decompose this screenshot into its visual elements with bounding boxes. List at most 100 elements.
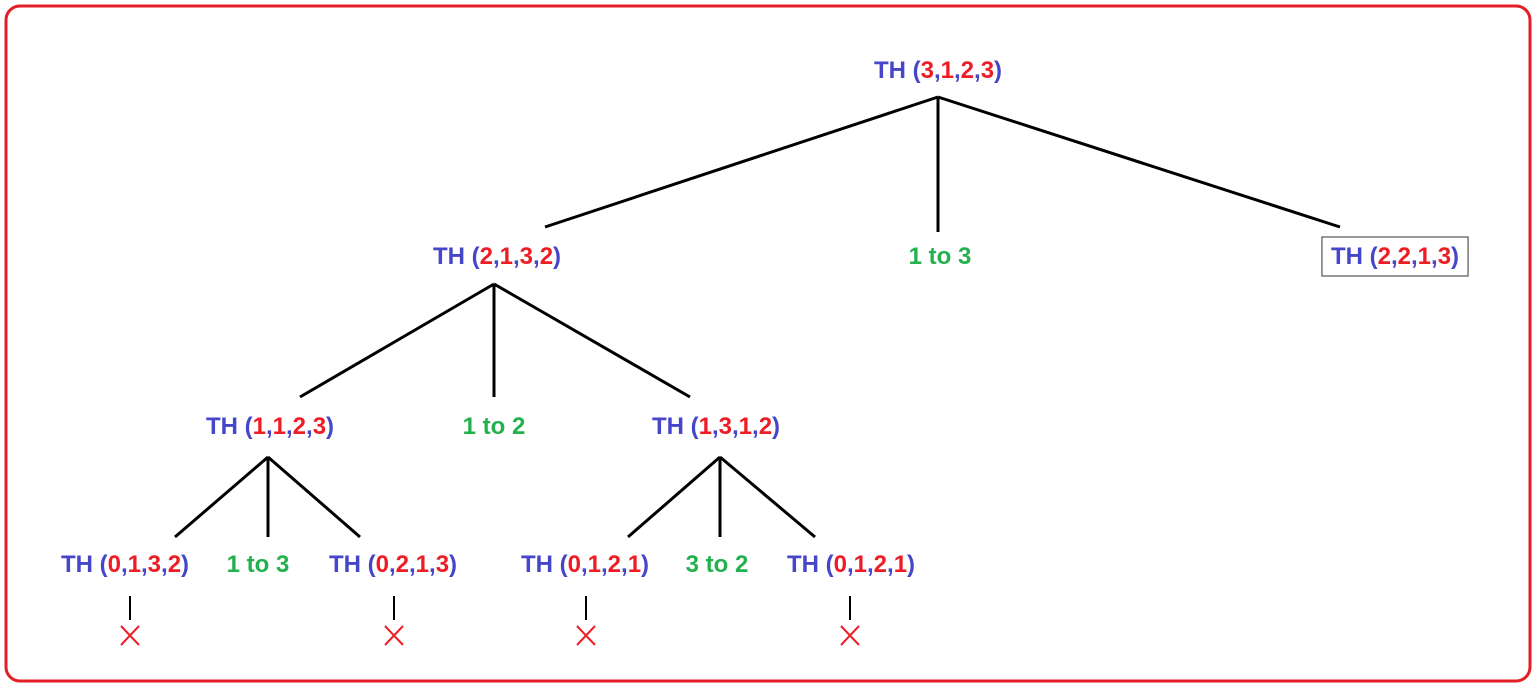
tree-edge-root-a [544, 95, 939, 229]
tree-edge-a-a1 [299, 282, 495, 399]
call-arg: 3 [719, 413, 732, 440]
tree-edge-a1-c2 [267, 455, 361, 539]
call-arg: 3 [1438, 243, 1451, 270]
call-close-paren: ) [181, 551, 189, 578]
call-arg: 0 [568, 551, 581, 578]
arg-separator: , [306, 413, 313, 440]
call-node-root: TH (3,1,2,3) [874, 57, 1002, 84]
call-arg: 2 [1378, 243, 1391, 270]
call-arg: 3 [921, 57, 934, 84]
arg-separator: , [533, 243, 540, 270]
call-close-paren: ) [772, 413, 780, 440]
call-name: TH ( [652, 413, 699, 440]
tree-edge-a2-c4 [719, 455, 816, 539]
call-arg: 2 [608, 551, 621, 578]
call-close-paren: ) [641, 551, 649, 578]
call-arg: 0 [834, 551, 847, 578]
call-arg: 1 [941, 57, 954, 84]
call-arg: 2 [961, 57, 974, 84]
call-arg: 1 [894, 551, 907, 578]
tree-edge-a2-c3 [627, 455, 721, 539]
arg-separator: , [429, 551, 436, 578]
arg-separator: , [621, 551, 628, 578]
call-arg: 2 [540, 243, 553, 270]
call-arg: 2 [480, 243, 493, 270]
call-arg: 2 [168, 551, 181, 578]
move-label-m4: 3 to 2 [686, 551, 749, 578]
arg-separator: , [121, 551, 128, 578]
call-name: TH ( [787, 551, 834, 578]
call-name: TH ( [521, 551, 568, 578]
call-arg: 2 [293, 413, 306, 440]
call-name: TH ( [329, 551, 376, 578]
call-arg: 2 [759, 413, 772, 440]
call-arg: 1 [739, 413, 752, 440]
arg-separator: , [141, 551, 148, 578]
call-arg: 2 [396, 551, 409, 578]
call-arg: 0 [376, 551, 389, 578]
call-node-c4: TH (0,1,2,1) [787, 551, 915, 578]
call-arg: 1 [253, 413, 266, 440]
call-arg: 1 [273, 413, 286, 440]
call-close-paren: ) [907, 551, 915, 578]
call-node-c2: TH (0,2,1,3) [329, 551, 457, 578]
call-name: TH ( [874, 57, 921, 84]
call-name: TH ( [206, 413, 253, 440]
call-arg: 2 [1398, 243, 1411, 270]
arg-separator: , [513, 243, 520, 270]
dead-end-cross-icon [576, 596, 596, 646]
tree-edge-a-a2 [493, 282, 691, 399]
call-arg: 3 [148, 551, 161, 578]
arg-separator: , [493, 243, 500, 270]
call-arg: 1 [1418, 243, 1431, 270]
arg-separator: , [934, 57, 941, 84]
call-name: TH ( [1331, 243, 1378, 270]
dead-end-cross-icon [840, 596, 860, 646]
arg-separator: , [867, 551, 874, 578]
call-name: TH ( [433, 243, 480, 270]
arg-separator: , [712, 413, 719, 440]
call-node-c1: TH (0,1,3,2) [61, 551, 189, 578]
arg-separator: , [732, 413, 739, 440]
dead-end-cross-icon [120, 596, 140, 646]
call-name: TH ( [61, 551, 108, 578]
call-arg: 3 [436, 551, 449, 578]
call-node-c3: TH (0,1,2,1) [521, 551, 649, 578]
call-arg: 1 [128, 551, 141, 578]
call-arg: 0 [108, 551, 121, 578]
call-arg: 1 [628, 551, 641, 578]
call-node-b: TH (2,2,1,3) [1331, 243, 1459, 270]
call-arg: 1 [854, 551, 867, 578]
arg-separator: , [161, 551, 168, 578]
move-label-m1: 1 to 3 [909, 243, 972, 270]
call-close-paren: ) [994, 57, 1002, 84]
call-arg: 3 [520, 243, 533, 270]
diagram-border [4, 4, 1532, 683]
highlight-box [1321, 236, 1469, 277]
tree-edge-root-b [937, 95, 1341, 229]
arg-separator: , [286, 413, 293, 440]
arg-separator: , [752, 413, 759, 440]
call-close-paren: ) [326, 413, 334, 440]
call-node-a2: TH (1,3,1,2) [652, 413, 780, 440]
tree-edge-a1-c1 [174, 455, 269, 539]
call-arg: 1 [500, 243, 513, 270]
call-close-paren: ) [553, 243, 561, 270]
call-close-paren: ) [1451, 243, 1459, 270]
move-label-m2: 1 to 2 [463, 413, 526, 440]
call-close-paren: ) [449, 551, 457, 578]
arg-separator: , [409, 551, 416, 578]
call-arg: 3 [313, 413, 326, 440]
arg-separator: , [847, 551, 854, 578]
arg-separator: , [266, 413, 273, 440]
arg-separator: , [581, 551, 588, 578]
move-label-m3: 1 to 3 [227, 551, 290, 578]
arg-separator: , [601, 551, 608, 578]
arg-separator: , [887, 551, 894, 578]
call-node-a1: TH (1,1,2,3) [206, 413, 334, 440]
arg-separator: , [954, 57, 961, 84]
dead-end-cross-icon [384, 596, 404, 646]
call-node-a: TH (2,1,3,2) [433, 243, 561, 270]
call-arg: 2 [874, 551, 887, 578]
